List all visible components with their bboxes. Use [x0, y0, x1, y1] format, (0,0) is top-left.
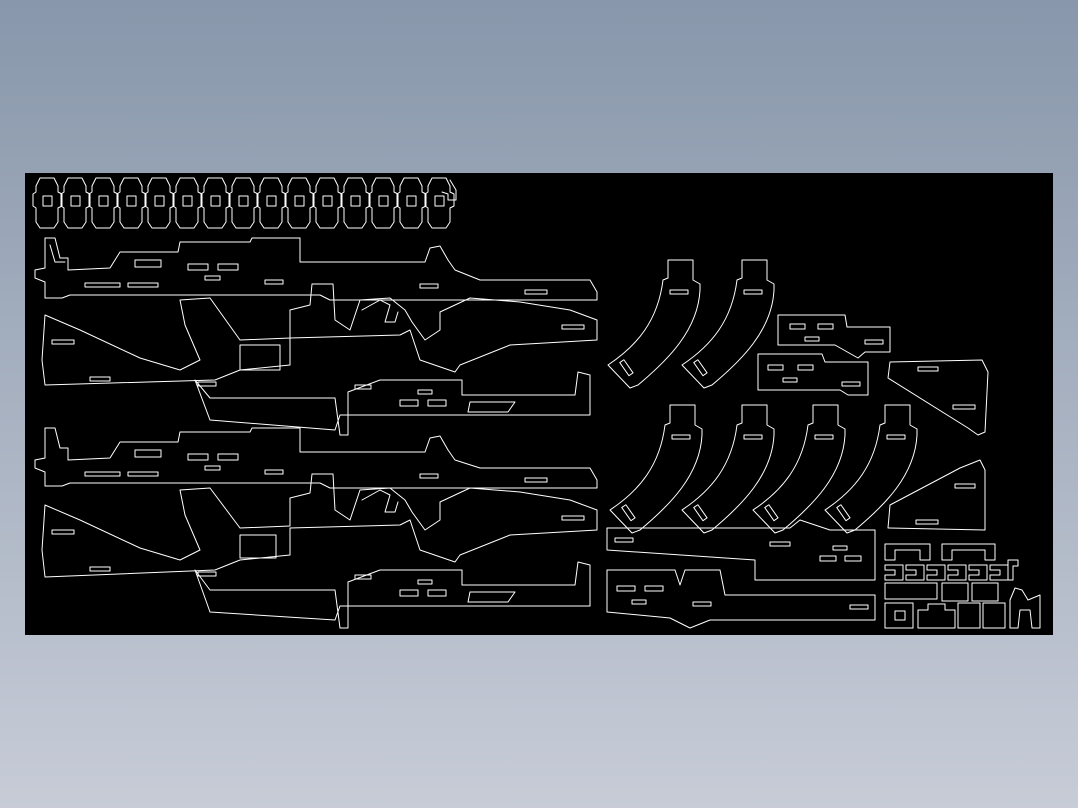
chain-link [144, 177, 175, 229]
magazine-curved [752, 404, 846, 534]
fitting-clip [884, 564, 904, 581]
fitting-block [957, 602, 981, 629]
chain-link [368, 177, 399, 229]
fitting-clip [947, 564, 967, 581]
chain-link-slot [70, 195, 81, 207]
fitting-block [884, 582, 938, 600]
chain-link [284, 177, 315, 229]
chain-link [340, 177, 371, 229]
chain-link [116, 177, 147, 229]
fitting-clip [968, 564, 988, 581]
chain-link-slot [350, 195, 361, 207]
magazine-curved [681, 404, 775, 534]
chain-link-slot [126, 195, 137, 207]
chain-link-slot [98, 195, 109, 207]
chain-link [396, 177, 427, 229]
fitting-clip [1007, 559, 1019, 581]
receiver-plate [757, 314, 891, 396]
rifle-body-lower [34, 427, 598, 489]
chain-link [424, 177, 455, 229]
buttstock-triangle [887, 359, 989, 531]
chain-link [172, 177, 203, 229]
rifle-body-upper [34, 237, 598, 301]
fitting-block [982, 602, 1006, 629]
chain-link-slot [238, 195, 249, 207]
fitting-clip [989, 564, 1009, 581]
chain-link-slot [266, 195, 277, 207]
fitting-block [971, 582, 999, 602]
magazine-slot [693, 359, 708, 377]
fitting-block [884, 602, 914, 629]
chain-link-slot [154, 195, 165, 207]
chain-link [60, 177, 91, 229]
magazine-slot [669, 289, 689, 295]
chain-link [32, 177, 63, 229]
fitting-hook [1009, 587, 1041, 629]
chain-link-slot [294, 195, 305, 207]
fitting-clip [926, 564, 946, 581]
chain-link-slot [210, 195, 221, 207]
chain-link-end [441, 179, 457, 201]
magazine-slot [886, 434, 906, 440]
chain-link-slot [434, 195, 445, 207]
fitting-block [941, 582, 969, 602]
magazine-curved [681, 259, 775, 389]
magazine-slot [693, 504, 708, 522]
chain-link-slot [406, 195, 417, 207]
chain-link [200, 177, 231, 229]
magazine-group [607, 259, 918, 534]
magazine-slot [836, 504, 851, 522]
magazine-slot [621, 504, 636, 522]
chain-link-slot [378, 195, 389, 207]
magazine-slot [814, 434, 834, 440]
chain-link [228, 177, 259, 229]
fitting-bracket [884, 543, 931, 561]
cutting-layout [32, 177, 1041, 629]
magazine-slot [671, 434, 691, 440]
fitting-clip [905, 564, 925, 581]
rifle-stock-upper [41, 283, 598, 387]
magazine-slot [764, 504, 779, 522]
chain-link [88, 177, 119, 229]
chain-link-slot [42, 195, 53, 207]
magazine-curved [609, 404, 703, 534]
small-fittings [884, 543, 1041, 629]
handguard-bar [606, 519, 876, 629]
chain-link [256, 177, 287, 229]
chain-link-slot [182, 195, 193, 207]
chain-links-row [32, 177, 457, 229]
rifle-stock-lower [41, 473, 598, 578]
drawing-sheet[interactable] [25, 173, 1053, 635]
rifle-barrel-lower [194, 561, 591, 629]
fitting-bracket [941, 543, 996, 561]
magazine-slot [743, 434, 763, 440]
chain-link-slot [322, 195, 333, 207]
fitting-slot [894, 610, 906, 621]
rifle-barrel-upper [194, 371, 591, 436]
magazine-curved [607, 259, 701, 389]
magazine-slot [743, 289, 763, 295]
magazine-curved [824, 404, 918, 534]
chain-link [312, 177, 343, 229]
magazine-slot [619, 359, 634, 377]
fitting-block [917, 603, 956, 629]
